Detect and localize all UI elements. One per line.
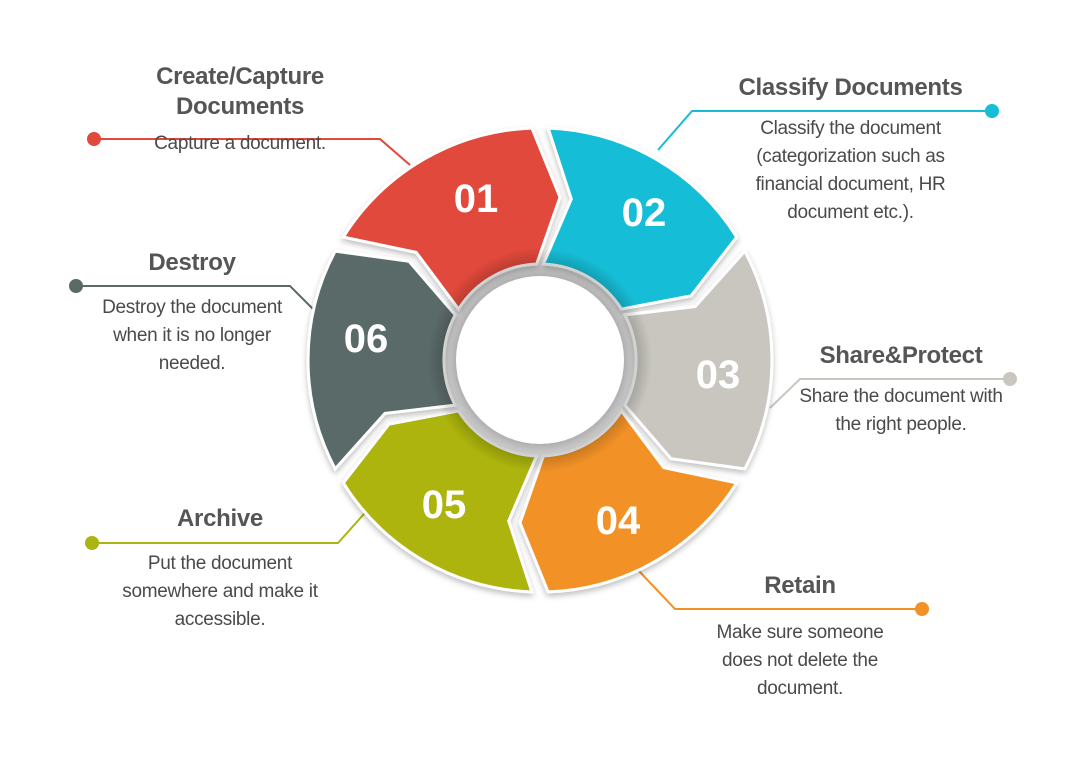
connector-step-2 <box>657 110 992 151</box>
step-title-01: Create/Capture Documents <box>156 63 324 120</box>
step-number-05: 05 <box>422 483 467 527</box>
connector-dot-step-1 <box>87 132 101 146</box>
step-label-02: Classify Documents Classify the document… <box>728 73 973 227</box>
step-number-06: 06 <box>344 317 389 361</box>
inner-hole <box>456 276 624 444</box>
step-desc-04: Make sure someone does not delete the do… <box>716 622 884 699</box>
connector-step-5 <box>92 504 373 544</box>
step-label-03: Share&Protect Share the document with th… <box>796 341 1006 439</box>
connector-dot-step-3 <box>1003 372 1017 386</box>
step-desc-02: Classify the document (categorization su… <box>755 118 946 223</box>
step-desc-01: Capture a document. <box>154 133 326 154</box>
step-title-05: Archive <box>177 505 263 532</box>
step-label-04: Retain Make sure someone does not delete… <box>700 571 900 703</box>
step-number-03: 03 <box>696 353 741 397</box>
connector-step-4 <box>637 569 922 610</box>
step-number-04: 04 <box>596 499 641 543</box>
step-label-06: Destroy Destroy the document when it is … <box>92 248 292 378</box>
step-desc-06: Destroy the document when it is no longe… <box>102 297 282 374</box>
step-number-01: 01 <box>454 177 499 221</box>
step-title-04: Retain <box>764 572 836 599</box>
step-title-02: Classify Documents <box>738 74 963 101</box>
step-desc-05: Put the document somewhere and make it a… <box>122 553 318 630</box>
step-desc-03: Share the document with the right people… <box>799 386 1003 435</box>
connector-dot-step-5 <box>85 536 99 550</box>
connector-dot-step-2 <box>985 104 999 118</box>
step-title-06: Destroy <box>148 249 236 276</box>
step-title-03: Share&Protect <box>819 342 983 369</box>
connector-dot-step-4 <box>915 602 929 616</box>
step-number-02: 02 <box>622 191 667 235</box>
connector-dot-step-6 <box>69 279 83 293</box>
connector-step-3 <box>769 378 1010 409</box>
connector-step-6 <box>76 285 323 319</box>
connectors <box>69 104 1017 616</box>
step-label-01: Create/Capture Documents Capture a docum… <box>120 62 360 158</box>
step-label-05: Archive Put the document somewhere and m… <box>104 504 336 634</box>
connector-step-1 <box>94 138 411 166</box>
